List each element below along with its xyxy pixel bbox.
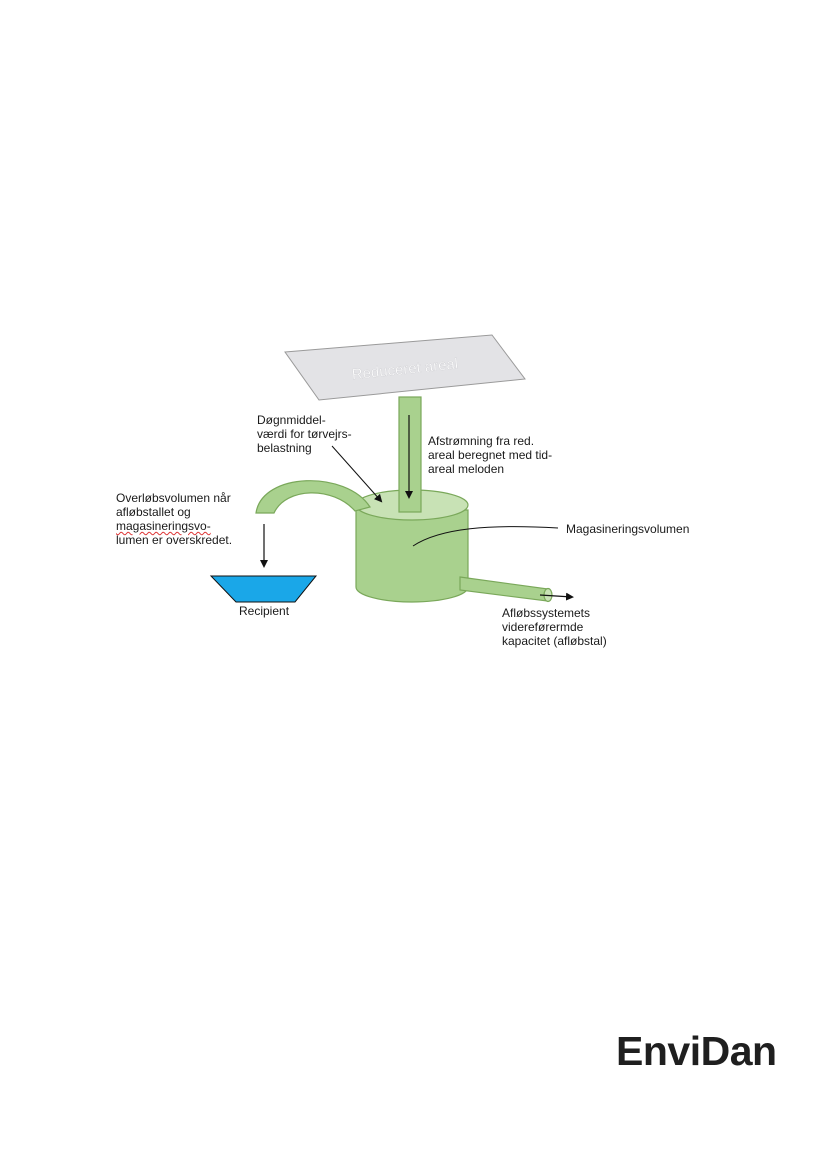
overflow-arc — [255, 480, 371, 514]
overlob-label: Overløbsvolumen når afløbstallet og maga… — [116, 491, 232, 547]
afstromning-line-2: areal beregnet med tid- — [428, 448, 553, 462]
outflow-pipe — [459, 576, 549, 602]
afloeb-label: Afløbssystemets videreførermde kapacitet… — [502, 606, 607, 648]
afloeb-line-1: Afløbssystemets — [502, 606, 591, 620]
dogn-leader-line — [331, 445, 383, 503]
recipient-text: Recipient — [239, 604, 290, 618]
dogn-line-1: Døgnmiddel- — [257, 413, 326, 427]
dogn-label: Døgnmiddel- værdi for tørvejrs- belastni… — [257, 413, 352, 455]
afloeb-line-3: kapacitet (afløbstal) — [502, 634, 607, 648]
inflow-pipe — [398, 396, 422, 513]
dogn-line-3: belastning — [257, 441, 312, 455]
afstromning-line-1: Afstrømning fra red. — [428, 434, 535, 448]
overlob-line-3: magasineringsvo- — [116, 519, 211, 533]
overlob-line-1: Overløbsvolumen når — [116, 491, 231, 505]
magasin-label: Magasineringsvolumen — [566, 522, 689, 536]
overlob-line-4: lumen er overskredet. — [116, 533, 233, 547]
magasin-text: Magasineringsvolumen — [566, 522, 690, 536]
afloeb-line-2: videreførermde — [502, 620, 584, 634]
afstromning-label: Afstrømning fra red. areal beregnet med … — [428, 434, 552, 476]
outflow-arrow — [539, 592, 574, 601]
reduced-area-plane — [284, 334, 526, 401]
storage-cylinder-body — [355, 509, 469, 603]
envidan-logo: EnviDan — [616, 1028, 777, 1074]
overlob-line-2: afløbstallet og — [116, 505, 191, 519]
afstromning-line-3: areal meloden — [428, 462, 505, 476]
magasin-leader-line — [412, 526, 559, 547]
recipient-label: Recipient — [239, 604, 289, 618]
dogn-line-2: værdi for tørvejrs- — [257, 427, 352, 441]
recipient-basin — [209, 575, 318, 603]
